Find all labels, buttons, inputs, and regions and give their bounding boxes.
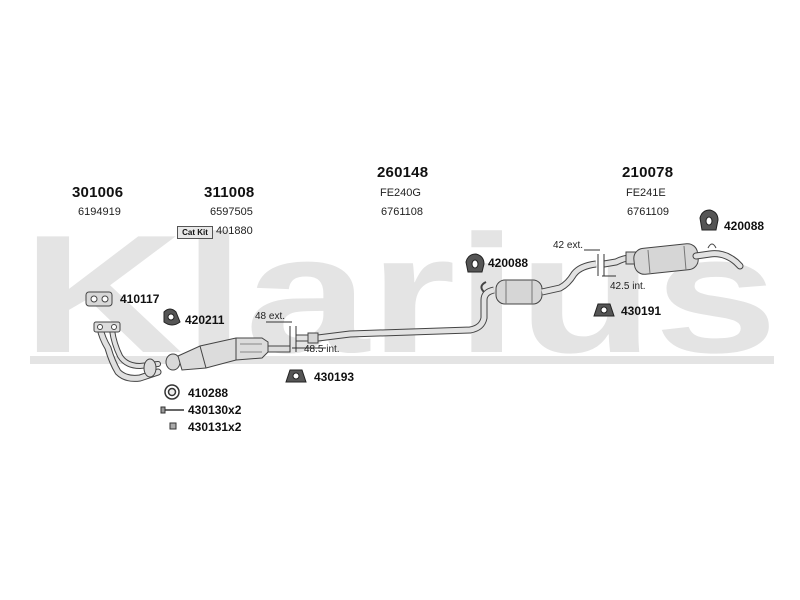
rubber-mount-420088-rear-icon [699, 209, 719, 231]
reference-6597505: 6597505 [210, 206, 253, 218]
clamp-420211-icon [163, 308, 181, 326]
fitting-label-420211: 420211 [185, 313, 225, 327]
mount-430191-icon [593, 303, 615, 317]
fitting-label-420088-rear: 420088 [724, 219, 765, 233]
fitting-label-420088-mid: 420088 [488, 256, 529, 270]
middle-pipe-260148 [296, 260, 597, 344]
reference-6761108: 6761108 [381, 206, 424, 218]
gasket-410117-icon [85, 291, 113, 307]
part-number-260148: 260148 [377, 164, 429, 181]
fitting-label-430130: 430130x2 [188, 403, 242, 417]
front-pipe-301006 [93, 321, 162, 382]
rear-silencer-210078 [603, 243, 744, 275]
catalytic-converter-311008 [165, 337, 291, 371]
code-FE241E: FE241E [626, 187, 666, 199]
code-FE240G: FE240G [380, 187, 421, 199]
fitting-label-410288: 410288 [188, 386, 229, 400]
fitting-label-410117: 410117 [120, 292, 160, 306]
ring-410288-icon [164, 384, 180, 400]
part-number-311008: 311008 [204, 184, 255, 201]
nut-430131-icon [169, 422, 177, 430]
fitting-label-430131: 430131x2 [188, 420, 242, 434]
reference-401880: 401880 [216, 225, 253, 237]
dimension-marker-42 [584, 249, 616, 277]
reference-6761109: 6761109 [627, 206, 670, 218]
fitting-label-430193: 430193 [314, 370, 355, 384]
mount-430193-icon [285, 369, 307, 383]
rubber-mount-420088-icon [465, 253, 485, 273]
fitting-label-430191: 430191 [621, 304, 662, 318]
dimension-48-ext: 48 ext. [255, 311, 286, 322]
reference-6194919: 6194919 [78, 206, 121, 218]
cat-kit-badge: Cat Kit [177, 226, 213, 239]
dimension-42-ext: 42 ext. [553, 240, 584, 251]
bolt-430130-icon [160, 406, 184, 414]
part-number-301006: 301006 [72, 184, 124, 201]
dimension-marker-48 [266, 321, 326, 352]
dimension-48-5-int: 48.5 int. [304, 344, 340, 355]
dimension-42-5-int: 42.5 int. [610, 281, 646, 292]
part-number-210078: 210078 [622, 164, 674, 181]
klarius-watermark: Klarius [22, 200, 778, 388]
watermark-underline [30, 356, 774, 364]
